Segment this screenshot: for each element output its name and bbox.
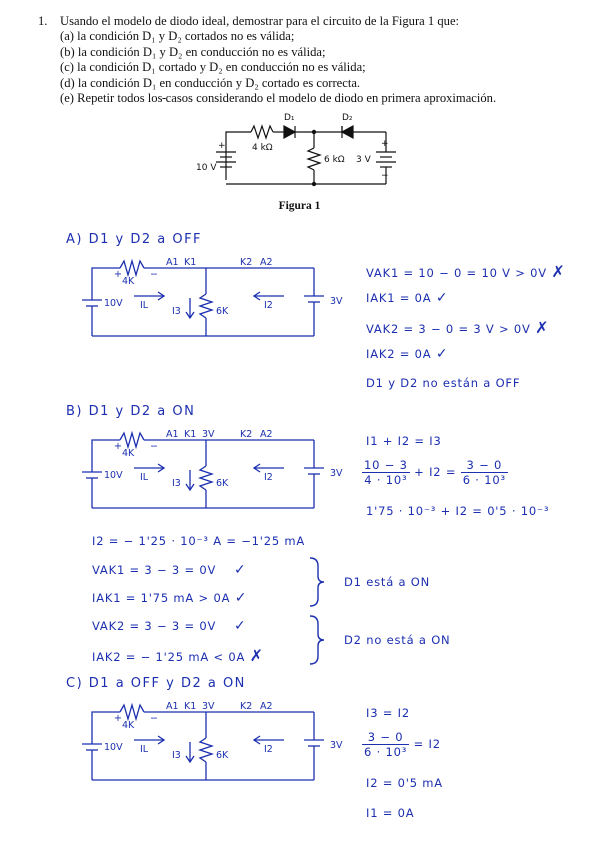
label-3v-node: 3V (202, 429, 215, 440)
figure-1-circuit: D₁ D₂ 4 kΩ 6 kΩ 10 V 3 V + + − (196, 113, 396, 187)
node-dot (311, 129, 317, 135)
eq-c-i2: I2 = 0'5 mA (366, 776, 443, 790)
label-a1: A1 (166, 257, 179, 268)
label-il: IL (140, 300, 149, 311)
eq-b-vak1: VAK1 = 3 − 3 = 0V ✓ (92, 562, 247, 578)
label-4k: 4K (122, 448, 135, 459)
problem-line: Usando el modelo de diodo ideal, demostr… (60, 14, 460, 28)
check-icon: ✓ (233, 618, 247, 634)
label-i3: I3 (172, 750, 181, 761)
label-k1: K1 (184, 257, 196, 268)
label-3v: 3V (330, 740, 343, 751)
label-plus: + (114, 441, 122, 452)
label-a1: A1 (166, 701, 179, 712)
cross-icon: ✗ (551, 262, 566, 281)
section-a-title: A) D1 y D2 a OFF (66, 232, 203, 247)
check-icon: ✓ (435, 290, 449, 306)
label-minus: − (150, 441, 158, 452)
section-b-title: B) D1 y D2 a ON (66, 404, 196, 419)
problem-line: (b) la condición D₁ y D₂ en conducción n… (60, 44, 326, 59)
label-i3: I3 (172, 478, 181, 489)
label-il: IL (140, 472, 149, 483)
eq-a-vak2: VAK2 = 3 − 0 = 3 V > 0V ✗ (366, 318, 550, 337)
label-i3: I3 (172, 306, 181, 317)
fig-r1-label: 4 kΩ (252, 143, 273, 153)
section-c-title: C) D1 a OFF y D2 a ON (66, 676, 246, 691)
label-i2: I2 (264, 300, 273, 311)
label-6k: 6K (216, 306, 229, 317)
eq-c-i3: I3 = I2 (366, 706, 410, 720)
eq-b-i2: I2 = − 1'25 · 10⁻³ A = −1'25 mA (92, 534, 306, 548)
label-3v-node: 3V (202, 701, 215, 712)
circuit-a: A1 K1 K2 A2 4K + − 10V IL I3 6K I2 3V (82, 257, 343, 337)
label-4k: 4K (122, 720, 135, 731)
label-i2: I2 (264, 472, 273, 483)
fig-v1-label: 10 V (196, 163, 217, 173)
figure-caption: Figura 1 (278, 200, 321, 212)
label-a1: A1 (166, 429, 179, 440)
label-4k: 4K (122, 276, 135, 287)
problem-lines: Usando el modelo de diodo ideal, demostr… (60, 14, 496, 106)
label-k1: K1 (184, 701, 196, 712)
label-plus: + (114, 269, 122, 280)
problem-number: 1. (38, 14, 48, 28)
fig-v2-label: 3 V (356, 155, 372, 165)
circuit-b: A1 K1 3V K2 A2 4K + − 10V IL I3 6K I2 3V (82, 429, 343, 509)
label-i2: I2 (264, 744, 273, 755)
eq-a-conclusion: D1 y D2 no están a OFF (366, 376, 521, 390)
label-k1: K1 (184, 429, 196, 440)
eq-b-iak2: IAK2 = − 1'25 mA < 0A ✗ (92, 646, 264, 665)
label-6k: 6K (216, 478, 229, 489)
fig-d1-label: D₁ (284, 113, 295, 123)
eq-b-sum: 1'75 · 10⁻³ + I2 = 0'5 · 10⁻³ (366, 504, 550, 518)
label-10v: 10V (104, 742, 123, 753)
label-a2: A2 (260, 701, 273, 712)
eq-b-concl1: D1 está a ON (344, 575, 431, 589)
label-10v: 10V (104, 298, 123, 309)
label-plus: + (114, 713, 122, 724)
label-k2: K2 (240, 257, 252, 268)
label-6k: 6K (216, 750, 229, 761)
fig-d2-label: D₂ (342, 113, 353, 123)
problem-line-e: (e) Repetir todos los casos considerando… (60, 91, 497, 106)
eq-b-iak1: IAK1 = 1'75 mA > 0A ✓ (92, 590, 248, 606)
label-3v: 3V (330, 468, 343, 479)
label-a2: A2 (260, 257, 273, 268)
label-k2: K2 (240, 429, 252, 440)
fig-plus: + (381, 139, 389, 149)
problem-line: (c) la condición D₁ cortado y D₂ en cond… (60, 60, 366, 75)
check-icon: ✓ (435, 346, 449, 362)
eq-b-vak2: VAK2 = 3 − 3 = 0V ✓ (92, 618, 247, 634)
problem-line: (a) la condición D₁ y D₂ cortados no es … (60, 29, 295, 44)
fig-minus: − (381, 171, 389, 181)
problem-line: (d) la condición D₁ en conducción y D₂ c… (60, 75, 361, 90)
label-minus: − (150, 713, 158, 724)
circuit-c: A1 K1 3V K2 A2 4K + − 10V IL I3 6K I2 3V (82, 701, 343, 781)
check-icon: ✓ (233, 562, 247, 578)
eq-a-iak2: IAK2 = 0A ✓ (366, 346, 449, 362)
label-3v: 3V (330, 296, 343, 307)
label-a2: A2 (260, 429, 273, 440)
cross-icon: ✗ (535, 318, 550, 337)
eq-c-i1: I1 = 0A (366, 806, 415, 820)
label-minus: − (150, 269, 158, 280)
eq-b-kcl: I1 + I2 = I3 (366, 434, 442, 448)
eq-a-iak1: IAK1 = 0A ✓ (366, 290, 449, 306)
fig-r2-label: 6 kΩ (324, 155, 345, 165)
check-icon: ✓ (234, 590, 248, 606)
label-10v: 10V (104, 470, 123, 481)
label-il: IL (140, 744, 149, 755)
eq-b-concl2: D2 no está a ON (344, 633, 451, 647)
label-k2: K2 (240, 701, 252, 712)
eq-a-vak1: VAK1 = 10 − 0 = 10 V > 0V ✗ (366, 262, 566, 281)
cross-icon: ✗ (249, 646, 264, 665)
node-dot (311, 181, 317, 187)
brace-group (309, 557, 325, 665)
fig-plus: + (218, 141, 226, 151)
